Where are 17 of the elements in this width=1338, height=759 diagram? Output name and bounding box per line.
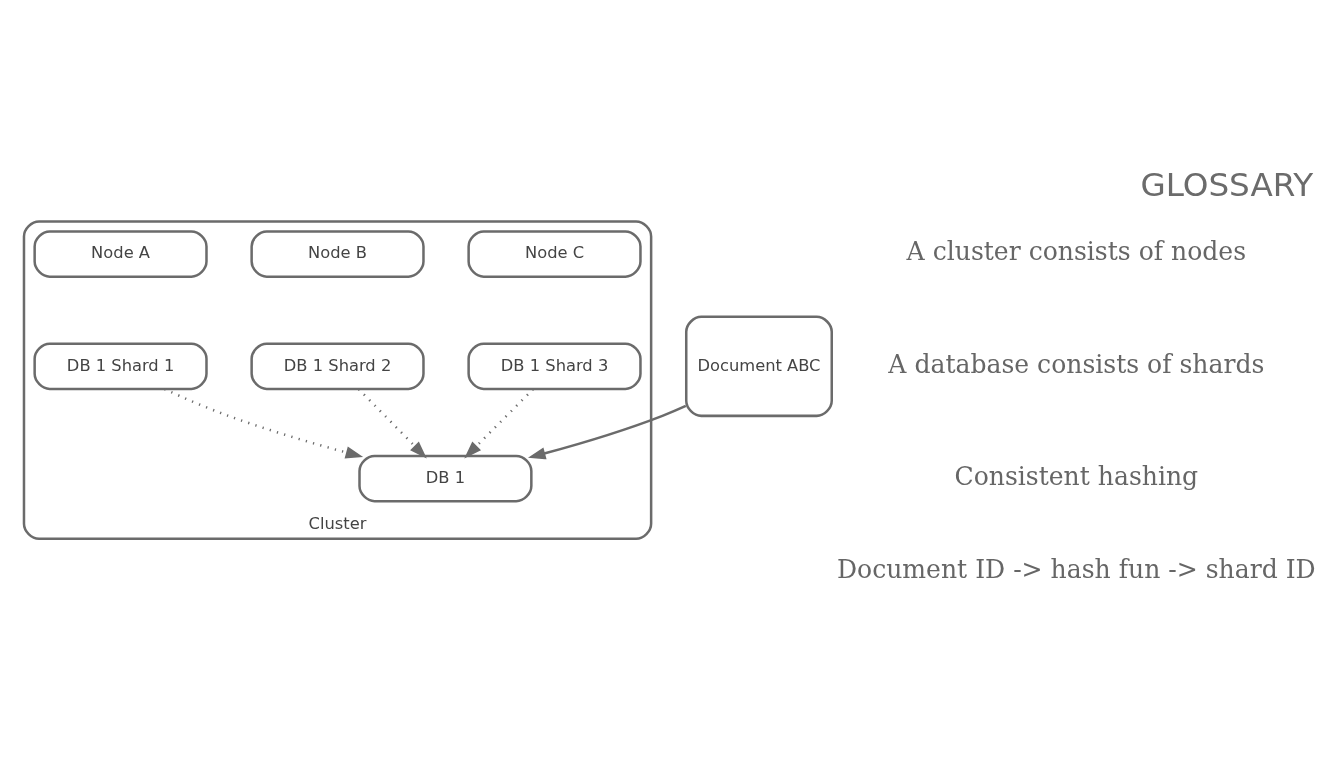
node-box: Node C — [467, 230, 642, 278]
node-box: DB 1 Shard 3 — [467, 342, 642, 391]
arrow — [528, 404, 687, 460]
node-box: Node A — [33, 230, 208, 278]
node-box: DB 1 — [358, 454, 533, 503]
label: A cluster consists of nodes — [906, 237, 1247, 267]
arrow — [164, 387, 364, 459]
node-box: Node B — [250, 230, 425, 278]
node-box: DB 1 Shard 2 — [250, 342, 425, 391]
label: Consistent hashing — [954, 461, 1199, 491]
node-box: DB 1 Shard 1 — [33, 342, 208, 391]
node-box: Document ABC — [685, 315, 833, 418]
arrow — [357, 388, 427, 459]
label: Document ID -> hash fun -> shard ID — [836, 554, 1316, 584]
diagram-title: GLOSSARY — [1140, 166, 1314, 205]
label: A database consists of shards — [888, 349, 1265, 379]
arrow — [464, 388, 534, 459]
